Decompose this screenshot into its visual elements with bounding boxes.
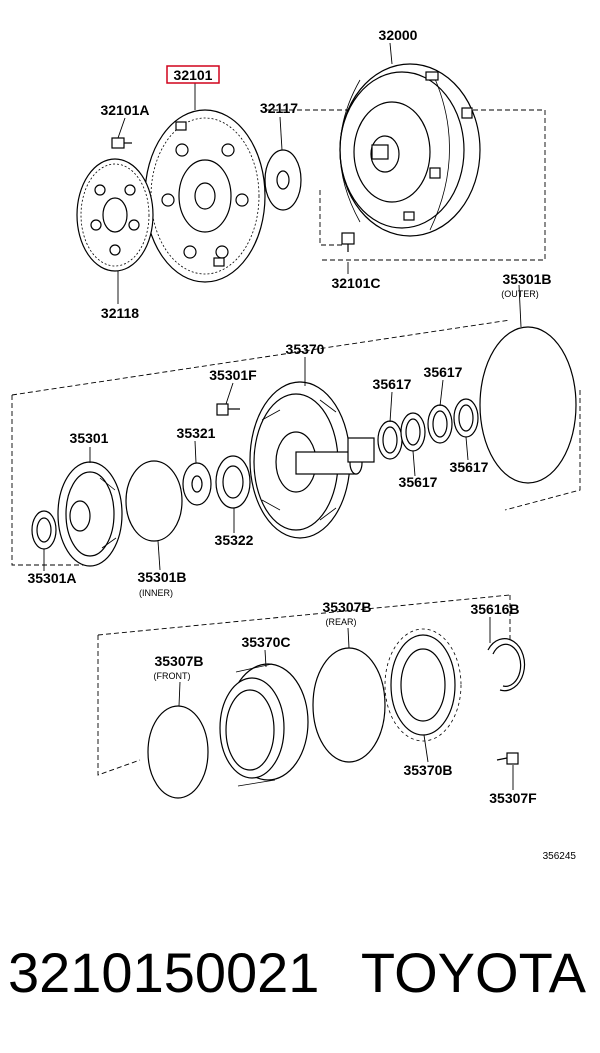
clutch-hub-part[interactable] (384, 628, 462, 742)
spacer-part[interactable] (264, 149, 302, 211)
bolt-pf-part[interactable] (496, 752, 519, 765)
label-drive-gear[interactable]: 35322 (215, 532, 254, 548)
label-torque-converter[interactable]: 32000 (379, 27, 418, 43)
stator-support-part[interactable] (219, 663, 309, 787)
drive-plate-part[interactable] (144, 109, 266, 283)
label-ring-2[interactable]: 35617 (424, 364, 463, 380)
label-oring-front[interactable]: 35307B (154, 653, 203, 669)
label-bolt-pf[interactable]: 35307F (489, 790, 537, 806)
label-ring-1[interactable]: 35617 (373, 376, 412, 392)
part-number-text: 3210150021 (8, 941, 320, 1004)
torque-converter-part[interactable] (339, 63, 481, 237)
label-oil-pump[interactable]: 35370 (286, 341, 325, 357)
label-oring-outer-sub: (OUTER) (501, 289, 539, 299)
label-bolt-a[interactable]: 32101A (100, 102, 149, 118)
diagram-reference: 356245 (543, 851, 577, 862)
label-oring-rear[interactable]: 35307B (322, 599, 371, 615)
label-drive-plate[interactable]: 32101 (174, 67, 213, 83)
label-bolt-f[interactable]: 35301F (209, 367, 257, 383)
driven-gear-part[interactable] (182, 462, 212, 506)
brand-text: TOYOTA (360, 941, 586, 1004)
label-ring-4[interactable]: 35617 (450, 459, 489, 475)
label-oil-seal[interactable]: 35301A (27, 570, 76, 586)
section-stator-support: 35307B (REAR) 35616B 35370C 35307B (FRON… (97, 594, 537, 806)
parts-diagram: 32101 32000 32101A 32117 32101C 32118 (11, 27, 581, 862)
oring-inner-part[interactable] (125, 460, 183, 542)
label-pump-body[interactable]: 35301 (70, 430, 109, 446)
snap-ring-part[interactable] (487, 638, 526, 692)
label-driven-gear[interactable]: 35321 (177, 425, 216, 441)
label-spacer[interactable]: 32117 (260, 100, 298, 116)
label-rear-plate[interactable]: 32118 (101, 305, 139, 321)
label-oring-outer[interactable]: 35301B (502, 271, 551, 287)
oring-outer-part[interactable] (479, 326, 577, 484)
oil-seal-part[interactable] (31, 510, 57, 550)
oil-pump-part[interactable] (249, 381, 375, 539)
bolt-f-part[interactable] (216, 403, 240, 416)
oring-rear-part[interactable] (312, 647, 386, 763)
bolt-a-part[interactable] (111, 137, 132, 149)
label-clutch-hub[interactable]: 35370B (403, 762, 452, 778)
drive-gear-part[interactable] (215, 455, 251, 509)
oring-front-part[interactable] (147, 705, 209, 799)
label-stator-support[interactable]: 35370C (241, 634, 290, 650)
label-bolt-c[interactable]: 32101C (331, 275, 380, 291)
label-oring-front-sub: (FRONT) (154, 671, 191, 681)
label-ring-3[interactable]: 35617 (399, 474, 438, 490)
pump-body-part[interactable] (57, 461, 123, 567)
label-oring-inner-sub: (INNER) (139, 588, 173, 598)
bolt-c-part[interactable] (341, 232, 355, 252)
caption-bar: 3210150021 TOYOTA (0, 928, 600, 1018)
section-torque-converter: 32101 32000 32101A 32117 32101C 32118 (76, 27, 546, 321)
rear-plate-part[interactable] (76, 158, 154, 272)
label-oring-rear-sub: (REAR) (326, 617, 357, 627)
label-snap-ring[interactable]: 35616B (470, 601, 519, 617)
section-oil-pump: 35301B (OUTER) 35370 35301F 35617 35617 … (11, 271, 581, 598)
label-oring-inner[interactable]: 35301B (137, 569, 186, 585)
target-part-highlight (166, 65, 220, 84)
